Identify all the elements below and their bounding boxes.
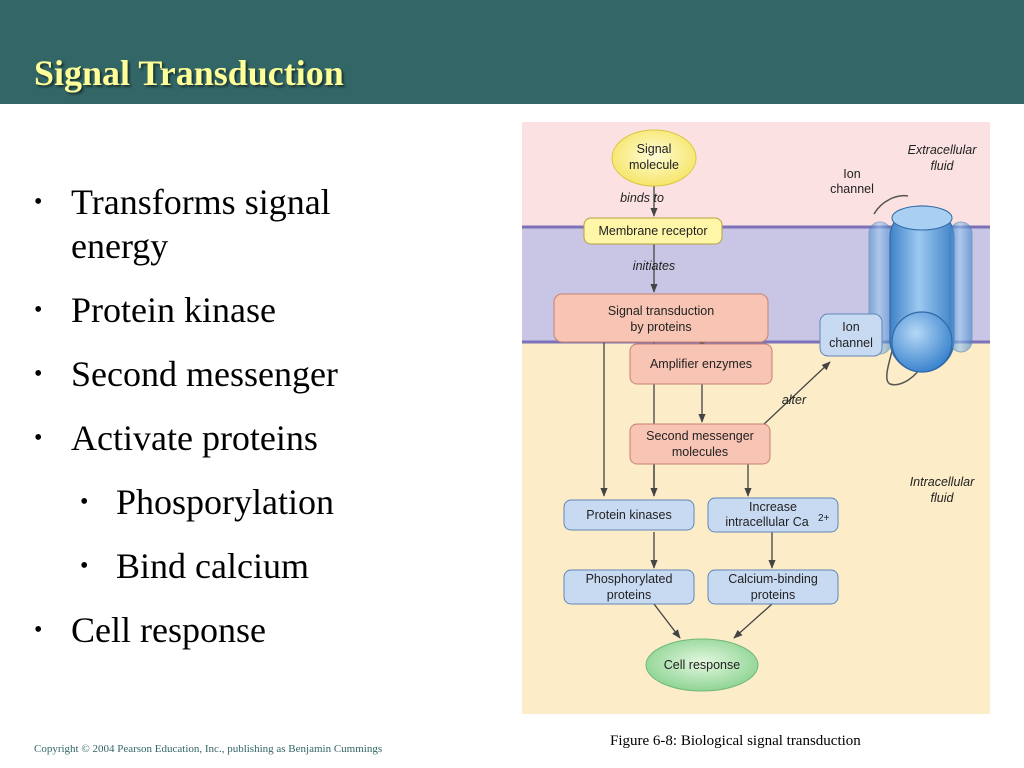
svg-text:Calcium-binding: Calcium-binding bbox=[728, 572, 818, 586]
svg-text:Signal: Signal bbox=[637, 142, 672, 156]
second-messenger-node: Second messenger molecules bbox=[629, 423, 771, 465]
svg-text:by proteins: by proteins bbox=[630, 320, 691, 334]
signal-molecule-node: Signal molecule bbox=[611, 129, 697, 187]
bullet-item: • Cell response bbox=[34, 608, 504, 652]
bullet-list: • Transforms signal energy • Protein kin… bbox=[34, 180, 504, 672]
signal-transduction-node: Signal transduction by proteins bbox=[553, 293, 769, 343]
bullet-text: Cell response bbox=[71, 610, 266, 650]
svg-text:Second messenger: Second messenger bbox=[646, 429, 754, 443]
extracellular-label: fluid bbox=[931, 159, 955, 173]
bullet-text-line: Transforms signal bbox=[71, 182, 331, 222]
arrows bbox=[600, 186, 831, 639]
bullet-text: Phosporylation bbox=[116, 482, 335, 522]
svg-text:Amplifier enzymes: Amplifier enzymes bbox=[650, 357, 752, 371]
bullet-item: • Activate proteins bbox=[34, 416, 504, 460]
protein-kinases-node: Protein kinases bbox=[563, 499, 695, 531]
svg-text:Increase: Increase bbox=[749, 500, 797, 514]
svg-text:Membrane receptor: Membrane receptor bbox=[598, 224, 707, 238]
calcium-binding-proteins-node: Calcium-binding proteins bbox=[707, 569, 839, 605]
svg-text:Cell response: Cell response bbox=[664, 658, 740, 672]
amplifier-enzymes-node: Amplifier enzymes bbox=[629, 343, 773, 385]
ion-channel-protein bbox=[868, 194, 973, 386]
bullet-item: • Second messenger bbox=[34, 352, 504, 396]
svg-text:molecule: molecule bbox=[629, 158, 679, 172]
svg-text:proteins: proteins bbox=[751, 588, 795, 602]
bullet-text: Second messenger bbox=[71, 354, 338, 394]
initiates-label: initiates bbox=[633, 259, 675, 273]
figure-caption: Figure 6-8: Biological signal transducti… bbox=[610, 733, 861, 749]
slide-title: Signal Transduction bbox=[34, 53, 344, 93]
bullet-glyph: • bbox=[34, 425, 43, 451]
arrow-phos-to-response bbox=[653, 603, 681, 639]
bullet-glyph: • bbox=[34, 297, 43, 323]
bullet-glyph: • bbox=[34, 361, 43, 387]
svg-text:Phosphorylated: Phosphorylated bbox=[586, 572, 673, 586]
bullet-glyph: • bbox=[80, 489, 89, 515]
bullet-glyph: • bbox=[80, 553, 89, 579]
svg-text:molecules: molecules bbox=[672, 445, 728, 459]
intracellular-label: Intracellular bbox=[910, 475, 975, 489]
phosphorylated-proteins-node: Phosphorylated proteins bbox=[563, 569, 695, 605]
svg-text:Ion: Ion bbox=[842, 320, 859, 334]
bullet-item: • Protein kinase bbox=[34, 288, 504, 332]
bullet-text: Bind calcium bbox=[116, 546, 309, 586]
bullet-text: Activate proteins bbox=[71, 418, 318, 458]
svg-text:proteins: proteins bbox=[607, 588, 651, 602]
membrane-receptor-node: Membrane receptor bbox=[583, 217, 723, 245]
ion-channel-box-node: Ion channel bbox=[819, 313, 883, 357]
ion-channel-label: Ion bbox=[843, 167, 860, 181]
arrow-alter bbox=[761, 361, 831, 427]
svg-text:channel: channel bbox=[829, 336, 873, 350]
cell-response-node: Cell response bbox=[645, 638, 759, 692]
copyright-notice: Copyright © 2004 Pearson Education, Inc.… bbox=[34, 743, 383, 755]
bullet-text-line: energy bbox=[71, 226, 169, 266]
svg-text:Protein kinases: Protein kinases bbox=[586, 508, 671, 522]
svg-text:Signal transduction: Signal transduction bbox=[608, 304, 714, 318]
svg-text:2+: 2+ bbox=[818, 513, 830, 524]
sub-bullet-item: • Phosporylation bbox=[34, 480, 504, 524]
sub-bullet-item: • Bind calcium bbox=[34, 544, 504, 588]
extracellular-label: Extracellular bbox=[908, 143, 978, 157]
title-bar: Signal Transduction bbox=[0, 0, 1024, 104]
ion-channel-label: channel bbox=[830, 182, 874, 196]
bullet-item: • Transforms signal energy bbox=[34, 180, 504, 268]
intracellular-label: fluid bbox=[931, 491, 955, 505]
signal-transduction-diagram: Extracellular fluid Intracellular fluid … bbox=[522, 122, 990, 714]
arrow-cabind-to-response bbox=[733, 603, 773, 639]
binds-to-label: binds to bbox=[620, 191, 664, 205]
bullet-glyph: • bbox=[34, 189, 43, 215]
bullet-glyph: • bbox=[34, 617, 43, 643]
svg-text:intracellular Ca: intracellular Ca bbox=[725, 515, 808, 529]
bullet-text: Protein kinase bbox=[71, 290, 276, 330]
alter-label: alter bbox=[782, 393, 807, 407]
increase-calcium-node: Increase intracellular Ca 2+ bbox=[707, 497, 839, 533]
